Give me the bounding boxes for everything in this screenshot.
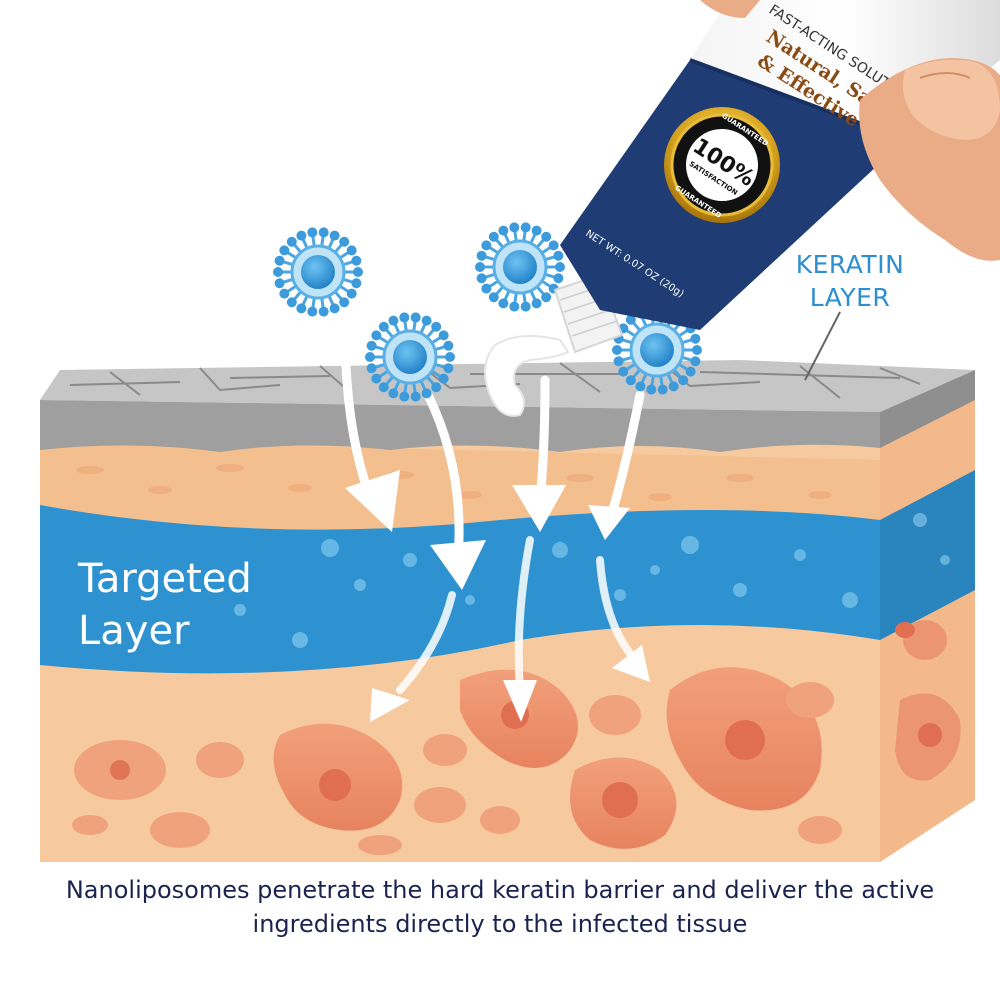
nanoliposome-icon — [475, 222, 565, 312]
nanoliposome-icon — [273, 227, 363, 317]
penetration-arrows — [341, 360, 650, 722]
infected-tissue — [72, 620, 961, 855]
penetration-arrow-icon — [512, 375, 566, 532]
penetration-arrow-icon — [341, 360, 400, 532]
targeted-layer — [40, 505, 880, 674]
keratin-label-line2: LAYER — [809, 283, 891, 312]
guarantee-seal-icon: GUARANTEED 100% SATISFACTION GUARANTEED — [664, 107, 780, 223]
keratin-layer-label: KERATIN LAYER — [770, 248, 930, 314]
keratin-label-line1: KERATIN — [795, 250, 905, 279]
keratin-front — [40, 400, 880, 452]
targeted-label-line2: Layer — [78, 608, 190, 654]
keratin-side — [880, 370, 975, 448]
keratin-cracks — [69, 361, 921, 399]
nanoliposome-icon — [365, 312, 455, 402]
cream-squeeze — [484, 335, 570, 417]
skin-block — [40, 360, 975, 862]
hand-icon — [700, 0, 1000, 261]
penetration-arrow-icon — [423, 390, 486, 590]
nanoliposomes — [273, 222, 702, 402]
targeted-layer-label: Targeted Layer — [78, 553, 252, 657]
penetration-arrow-icon — [503, 536, 537, 722]
penetration-arrow-icon — [370, 591, 456, 722]
diagram-caption: Nanoliposomes penetrate the hard keratin… — [65, 876, 935, 938]
targeted-layer-side — [880, 470, 975, 640]
penetration-arrow-icon — [588, 390, 645, 540]
bubbles — [234, 513, 950, 648]
penetration-arrow-icon — [596, 556, 650, 682]
targeted-label-line1: Targeted — [78, 556, 252, 602]
keratin-leader-line — [804, 311, 841, 381]
